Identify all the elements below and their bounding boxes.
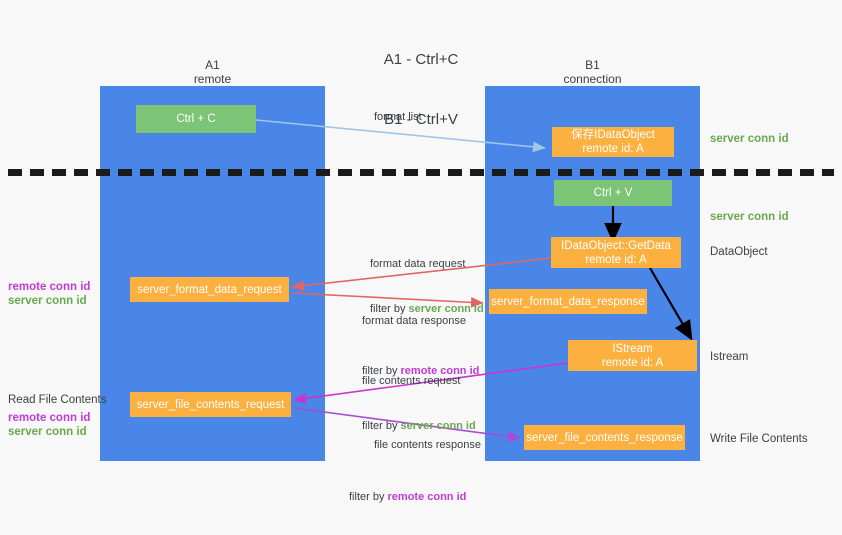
node-server-format-data-request-label: server_format_data_request (137, 283, 282, 296)
lane-header-a1-title: A1 (205, 58, 220, 72)
title-line-1: A1 - Ctrl+C (383, 51, 459, 68)
node-server-file-contents-request[interactable]: server_file_contents_request (130, 392, 291, 417)
edge-label-format-data-request-text: format data request (370, 258, 466, 270)
annotation-read-file-contents: Read File Contents (8, 394, 107, 406)
lane-header-b1: B1 connection (510, 58, 675, 86)
edge-label-file-contents-response: file contents response filter by remote … (349, 408, 482, 535)
node-server-file-contents-response[interactable]: server_file_contents_response (524, 425, 685, 450)
annotation-server-conn-id-second: server conn id (710, 211, 789, 223)
node-idataobject-getdata[interactable]: IDataObject::GetData remote id: A (551, 237, 681, 268)
edge-label-format-data-response-filter: filter by remote conn id (362, 364, 479, 379)
filter-target-remote-conn-id: remote conn id (400, 365, 480, 377)
node-ctrl-c[interactable]: Ctrl + C (136, 105, 256, 133)
node-istream-label: IStream (612, 342, 653, 355)
phase-divider (8, 169, 834, 176)
node-server-format-data-response-label: server_format_data_response (491, 295, 645, 308)
node-save-idataobject[interactable]: 保存IDataObject remote id: A (552, 127, 674, 157)
node-ctrl-v[interactable]: Ctrl + V (554, 180, 672, 206)
filter-prefix: filter by (362, 365, 401, 377)
edge-label-format-data-request-filter: filter by server conn id (370, 302, 484, 317)
edge-label-format-data-response-text: format data response (362, 315, 466, 327)
edge-label-file-contents-request: file contents request filter by server c… (362, 344, 476, 464)
node-istream-sublabel: remote id: A (601, 356, 664, 369)
node-ctrl-v-label: Ctrl + V (593, 187, 633, 199)
node-istream[interactable]: IStream remote id: A (568, 340, 697, 371)
edge-label-format-data-request: format data request filter by server con… (370, 227, 484, 347)
edge-label-file-contents-request-text: file contents request (362, 375, 461, 387)
filter-target-server-conn-id: server conn id (400, 420, 476, 432)
annotation-left-remote-conn-id-2: remote conn id (8, 412, 91, 424)
edge-label-file-contents-response-text: file contents response (374, 439, 482, 451)
node-server-format-data-request[interactable]: server_format_data_request (130, 277, 289, 302)
edge-label-file-contents-response-filter: filter by remote conn id (349, 490, 481, 505)
node-idataobject-getdata-sublabel: remote id: A (585, 253, 647, 266)
annotation-left-server-conn-id-1: server conn id (8, 295, 87, 307)
annotation-server-conn-id-top: server conn id (710, 133, 789, 145)
node-ctrl-c-label: Ctrl + C (176, 113, 216, 125)
lane-header-a1: A1 remote (130, 58, 295, 86)
node-save-idataobject-sublabel: remote id: A (582, 143, 644, 155)
edge-label-format-list: format list (374, 111, 422, 123)
filter-prefix: filter by (370, 303, 409, 315)
node-server-file-contents-request-label: server_file_contents_request (136, 398, 285, 411)
node-idataobject-getdata-label: IDataObject::GetData (561, 239, 671, 252)
node-save-idataobject-label: 保存IDataObject (571, 129, 655, 141)
lane-header-a1-subtitle: remote (193, 72, 232, 86)
annotation-write-file-contents: Write File Contents (710, 433, 808, 445)
node-server-file-contents-response-label: server_file_contents_response (526, 431, 683, 444)
filter-prefix: filter by (349, 491, 388, 503)
annotation-left-server-conn-id-2: server conn id (8, 426, 87, 438)
annotation-istream: Istream (710, 351, 749, 363)
diagram-canvas: A1 - Ctrl+C B1 - Ctrl+V A1 remote B1 con… (8, 51, 834, 503)
edge-label-format-data-response: format data response filter by remote co… (362, 284, 479, 409)
annotation-left-remote-conn-id-1: remote conn id (8, 281, 91, 293)
filter-target-remote-conn-id: remote conn id (387, 491, 467, 503)
node-server-format-data-response[interactable]: server_format_data_response (489, 289, 647, 314)
annotation-dataobject: DataObject (710, 246, 768, 258)
lane-header-b1-subtitle: connection (563, 72, 622, 86)
edge-label-file-contents-request-filter: filter by server conn id (362, 419, 476, 434)
lane-header-b1-title: B1 (585, 58, 600, 72)
filter-prefix: filter by (362, 420, 401, 432)
filter-target-server-conn-id: server conn id (408, 303, 484, 315)
